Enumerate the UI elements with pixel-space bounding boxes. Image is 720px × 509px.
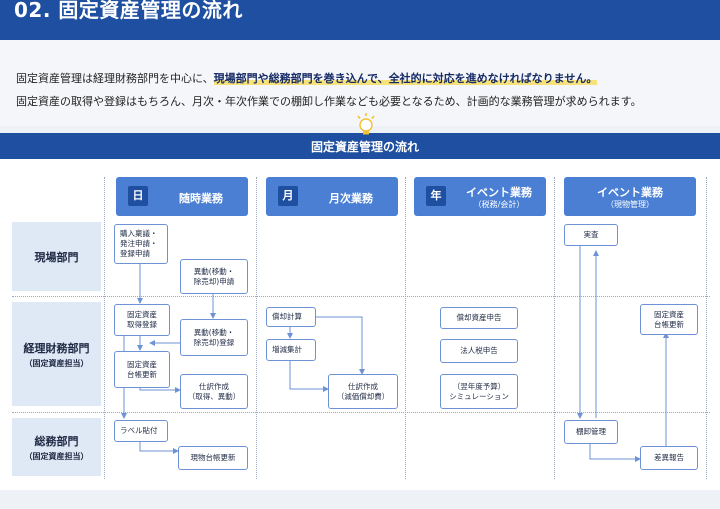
node-asset-registration: 固定資産 取得登録 bbox=[114, 304, 170, 336]
node-increase-decrease: 増減集計 bbox=[266, 339, 316, 361]
column-header-monthly: 月 月次業務 bbox=[266, 177, 398, 216]
row-label: 総務部門 bbox=[34, 434, 79, 448]
grid-line bbox=[12, 296, 710, 297]
grid-line bbox=[706, 177, 707, 479]
row-header-field: 現場部門 bbox=[12, 222, 101, 291]
node-corporate-tax: 法人税申告 bbox=[440, 339, 518, 363]
node-purchase-request: 購入稟議・ 発注申請・ 登録申請 bbox=[114, 224, 168, 264]
column-header-daily: 日 随時業務 bbox=[116, 177, 248, 216]
row-sub-label: （固定資産担当） bbox=[24, 451, 89, 461]
node-inspection: 実査 bbox=[564, 224, 618, 246]
column-label: 月次業務 bbox=[329, 192, 373, 205]
grid-line bbox=[256, 177, 257, 479]
column-sub-label: （現物管理） bbox=[606, 200, 654, 209]
flow-banner: 固定資産管理の流れ bbox=[0, 133, 720, 159]
row-label: 経理財務部門 bbox=[23, 341, 90, 355]
column-header-yearly: 年 イベント業務 （税務/会計） bbox=[414, 177, 546, 216]
column-label: 随時業務 bbox=[179, 192, 223, 205]
node-journal-depreciation: 仕訳作成 （減価償却費） bbox=[328, 374, 398, 409]
node-label-attach: ラベル貼付 bbox=[114, 420, 168, 442]
row-header-general-affairs: 総務部門 （固定資産担当） bbox=[12, 418, 101, 476]
node-ledger-update: 固定資産 台帳更新 bbox=[114, 351, 170, 388]
row-header-accounting: 経理財務部門 （固定資産担当） bbox=[12, 302, 101, 406]
node-physical-ledger-update: 現物台帳更新 bbox=[178, 446, 248, 470]
node-inventory-management: 棚卸管理 bbox=[564, 420, 618, 444]
node-budget-simulation: （翌年度予算） シミュレーション bbox=[440, 374, 518, 409]
column-label: イベント業務 bbox=[597, 186, 663, 199]
intro-line-2: 固定資産の取得や登録はもちろん、月次・年次作業での棚卸し作業なども必要となるため… bbox=[16, 95, 642, 108]
grid-line bbox=[104, 177, 105, 479]
node-transfer-request: 異動(移動・ 除売却)申請 bbox=[180, 259, 248, 294]
node-difference-report: 差異報告 bbox=[640, 446, 698, 470]
column-badge: 日 bbox=[128, 186, 148, 206]
column-badge: 月 bbox=[278, 186, 298, 206]
row-sub-label: （固定資産担当） bbox=[24, 358, 89, 368]
column-badge: 年 bbox=[426, 186, 446, 206]
node-transfer-registration: 異動(移動・ 除売却)登録 bbox=[180, 319, 248, 356]
intro-text-highlight: 現場部門や総務部門を巻き込んで、全社的に対応を進めなければなりません。 bbox=[213, 72, 598, 85]
row-label: 現場部門 bbox=[34, 250, 79, 264]
banner-title: 固定資産管理の流れ bbox=[311, 140, 420, 154]
page-header: 02. 固定資産管理の流れ bbox=[0, 0, 720, 40]
column-sub-label: （税務/会計） bbox=[473, 200, 525, 209]
column-header-event-physical: イベント業務 （現物管理） bbox=[564, 177, 696, 216]
intro-text-normal: 固定資産管理は経理財務部門を中心に、 bbox=[16, 72, 214, 85]
node-depreciable-asset-tax: 償却資産申告 bbox=[440, 307, 518, 329]
grid-line bbox=[12, 412, 710, 413]
node-depreciation-calc: 償却計算 bbox=[266, 307, 316, 327]
page-title: 02. 固定資産管理の流れ bbox=[14, 0, 243, 22]
node-ledger-update-physical: 固定資産 台帳更新 bbox=[640, 304, 698, 335]
intro-line-1: 固定資産管理は経理財務部門を中心に、現場部門や総務部門を巻き込んで、全社的に対応… bbox=[16, 70, 598, 86]
node-journal-acquisition: 仕訳作成 （取得、異動） bbox=[180, 374, 248, 409]
grid-line bbox=[554, 177, 555, 479]
grid-line bbox=[405, 177, 406, 479]
column-label: イベント業務 bbox=[466, 186, 532, 199]
lightbulb-icon bbox=[357, 113, 375, 135]
